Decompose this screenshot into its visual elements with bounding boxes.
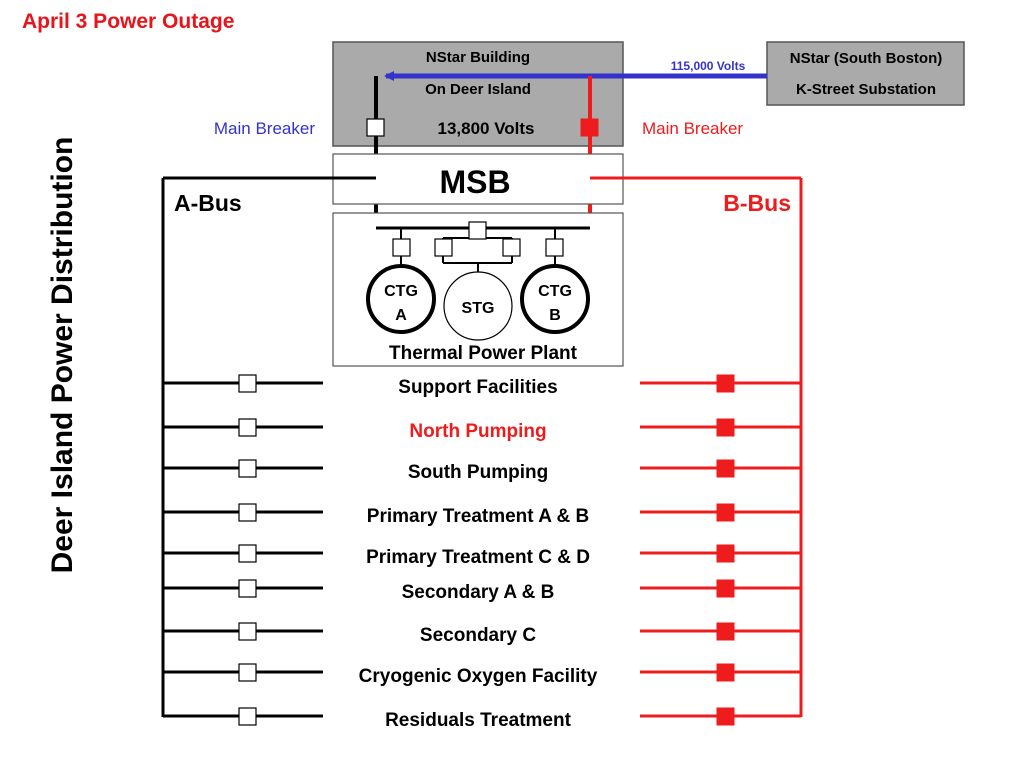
plant-breaker-center xyxy=(468,221,487,240)
feed-voltage-label: 115,000 Volts xyxy=(671,59,746,73)
facility-row: North Pumping xyxy=(163,418,801,442)
stg-generator xyxy=(443,271,513,341)
nstar-building-line1: NStar Building xyxy=(426,49,530,66)
facility-label: Cryogenic Oxygen Facility xyxy=(359,666,598,687)
facility-label: Secondary A & B xyxy=(402,582,555,603)
a-bus-label: A-Bus xyxy=(174,190,242,216)
plant-breaker-ctg-b xyxy=(545,238,564,257)
ctg-a-label-line2: A xyxy=(395,307,407,324)
ctg-a-label-line1: CTG xyxy=(384,283,418,300)
a-bus-breaker xyxy=(238,579,257,598)
msb-box xyxy=(332,153,624,205)
substation-line1: NStar (South Boston) xyxy=(790,50,942,67)
a-bus-breaker xyxy=(238,459,257,478)
facility-row: South Pumping xyxy=(163,459,801,483)
plant-breaker-ctg-a xyxy=(392,238,411,257)
main-breaker-b xyxy=(580,118,599,137)
b-bus-breaker xyxy=(716,544,735,563)
main-breaker-left-label: Main Breaker xyxy=(214,119,315,138)
facility-row: Primary Treatment C & D xyxy=(163,544,801,568)
facility-label: Residuals Treatment xyxy=(385,710,572,731)
ctg-b-label-line2: B xyxy=(549,307,561,324)
b-bus-breaker xyxy=(716,503,735,522)
b-bus-breaker xyxy=(716,374,735,393)
a-bus-breaker xyxy=(238,663,257,682)
substation-line2: K-Street Substation xyxy=(796,81,936,98)
msb-label: MSB xyxy=(439,164,510,200)
a-bus-breaker xyxy=(238,418,257,437)
facility-row: Secondary C xyxy=(163,622,801,646)
ctg-b-generator xyxy=(520,264,590,334)
facility-row: Residuals Treatment xyxy=(163,707,801,731)
facility-row: Secondary A & B xyxy=(163,579,801,603)
facility-row: Support Facilities xyxy=(163,374,801,398)
b-bus-breaker xyxy=(716,663,735,682)
thermal-plant-label: Thermal Power Plant xyxy=(389,343,578,364)
plant-breaker-stg-right xyxy=(502,238,521,257)
main-breaker-right-label: Main Breaker xyxy=(642,119,743,138)
b-bus-breaker xyxy=(716,707,735,726)
stg-label: STG xyxy=(462,300,495,317)
facility-label: Secondary C xyxy=(420,625,536,646)
substation-box xyxy=(766,41,965,106)
facility-label: South Pumping xyxy=(408,462,548,483)
vertical-title: Deer Island Power Distribution xyxy=(46,137,79,574)
a-bus-breaker xyxy=(238,707,257,726)
ctg-b-label-line1: CTG xyxy=(538,283,572,300)
b-bus-label: B-Bus xyxy=(723,190,791,216)
facility-label: Primary Treatment C & D xyxy=(366,547,590,568)
nstar-building-line2: On Deer Island xyxy=(425,81,531,98)
b-bus-breaker xyxy=(716,622,735,641)
a-bus-breaker xyxy=(238,544,257,563)
ctg-a-generator xyxy=(366,264,436,334)
b-bus-breaker xyxy=(716,418,735,437)
building-voltage: 13,800 Volts xyxy=(437,119,534,138)
facility-label: Primary Treatment A & B xyxy=(367,506,589,527)
main-breaker-a xyxy=(366,118,385,137)
a-bus-breaker xyxy=(238,503,257,522)
facility-row: Primary Treatment A & B xyxy=(163,503,801,527)
b-bus-breaker xyxy=(716,459,735,478)
facility-label: North Pumping xyxy=(409,421,546,442)
page-title: April 3 Power Outage xyxy=(22,10,234,33)
plant-breaker-stg-left xyxy=(434,238,453,257)
a-bus-breaker xyxy=(238,374,257,393)
facility-label: Support Facilities xyxy=(398,377,557,398)
facility-row: Cryogenic Oxygen Facility xyxy=(163,663,801,687)
b-bus-breaker xyxy=(716,579,735,598)
a-bus-breaker xyxy=(238,622,257,641)
